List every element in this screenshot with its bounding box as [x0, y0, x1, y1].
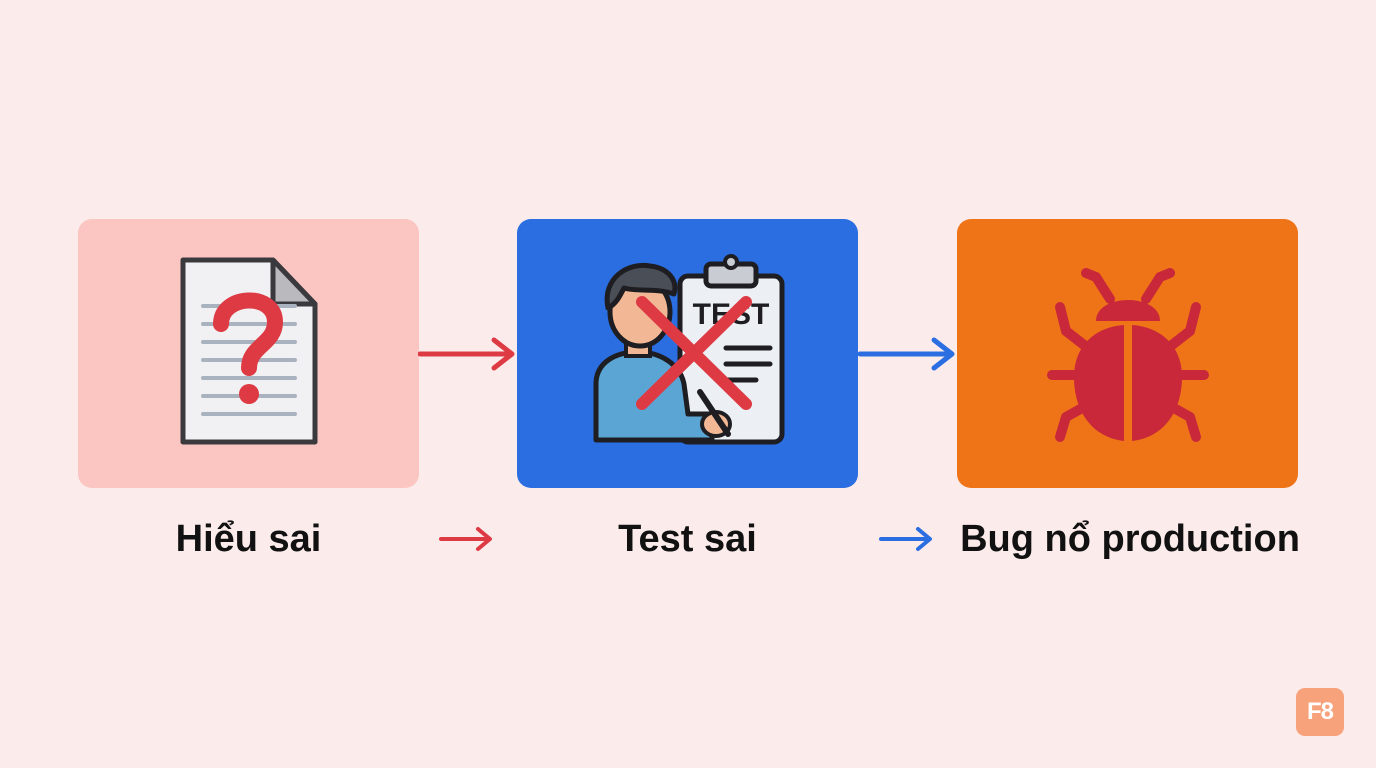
tester-crossed-out-icon: TEST [593, 253, 784, 444]
bug-icon [1046, 267, 1209, 442]
arrow-right-icon [879, 527, 932, 551]
step-label-wrong-test: Test sai [618, 518, 757, 560]
arrow-right-icon [439, 527, 492, 551]
step-label-bug-production: Bug nổ production [960, 518, 1300, 560]
arrow-right-icon [418, 337, 515, 371]
step-label-misunderstand: Hiểu sai [175, 518, 322, 560]
step-box-wrong-test: TEST [517, 219, 858, 488]
f8-logo: F8 [1296, 688, 1344, 736]
step-box-misunderstand [78, 219, 419, 488]
question-document-icon [180, 257, 317, 444]
step-box-bug [957, 219, 1298, 488]
arrow-right-icon [858, 337, 955, 371]
